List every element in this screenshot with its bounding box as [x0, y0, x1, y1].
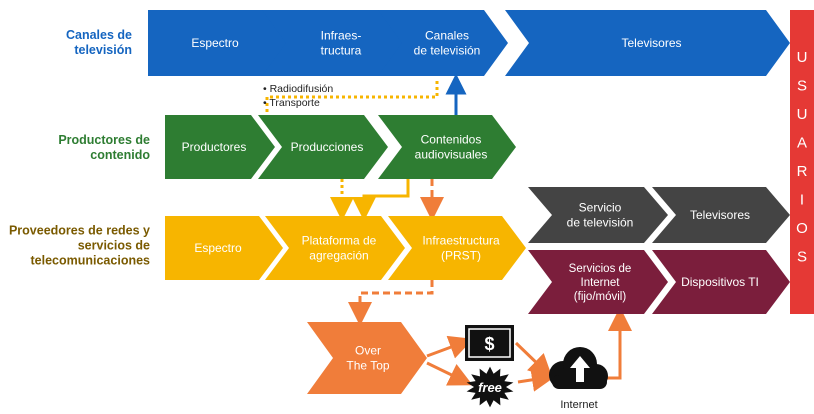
- users-bar: [790, 10, 814, 314]
- service-tv-label: Servicio: [579, 201, 622, 215]
- row-label-providers: servicios de: [78, 238, 150, 252]
- channels-chevron-label: tructura: [321, 44, 362, 58]
- channels-chevron-label: Espectro: [191, 36, 239, 50]
- bullet-item: • Radiodifusión: [263, 83, 333, 95]
- service-internet-chevron: [528, 250, 668, 314]
- dollar-symbol: $: [484, 334, 494, 354]
- dollar-to-internet-arrow: [514, 341, 553, 379]
- internet-label: Internet: [560, 399, 597, 411]
- it-devices-chevron: [652, 250, 790, 314]
- producers-chevron-label: Contenidos: [421, 133, 482, 147]
- channels-chevron-1: [148, 10, 298, 76]
- tv-devices-label: Televisores: [690, 208, 750, 222]
- dollar-icon: [465, 325, 514, 361]
- solid-content-arrow: [352, 179, 410, 221]
- it-devices-label: Dispositivos TI: [681, 275, 759, 289]
- cloud-upload-icon: [549, 347, 608, 389]
- row-label-producers: contenido: [90, 148, 150, 162]
- dollar-frame: [468, 328, 511, 358]
- producers-chevron-3: [378, 115, 516, 179]
- providers-chevron-3: [388, 216, 526, 280]
- producers-chevron-label: Producciones: [291, 140, 364, 154]
- users-letter: O: [796, 220, 808, 237]
- users-letter: A: [797, 135, 807, 152]
- users-letter: U: [797, 49, 808, 66]
- free-to-internet-arrow: [517, 367, 556, 392]
- row-label-producers: Productores de: [58, 133, 150, 147]
- users-letter: R: [797, 163, 808, 180]
- service-tv-label: de televisión: [567, 216, 634, 230]
- providers-chevron-label: Espectro: [194, 241, 242, 255]
- providers-chevron-label: Plataforma de: [302, 234, 377, 248]
- channels-chevron-3: [378, 10, 508, 76]
- row-label-providers: telecomunicaciones: [31, 253, 151, 267]
- providers-chevron-2: [265, 216, 405, 280]
- channels-chevron-label: Televisores: [621, 36, 681, 50]
- ott-label: Over: [355, 344, 381, 358]
- tv-devices-chevron: [652, 187, 790, 243]
- producers-chevron-label: Productores: [182, 140, 247, 154]
- producers-chevron-label: audiovisuales: [415, 148, 488, 162]
- row-label-channels: Canales de: [66, 28, 132, 42]
- users-letter: S: [797, 249, 807, 266]
- providers-chevron-label: (PRST): [441, 249, 481, 263]
- service-internet-label: Internet: [581, 277, 621, 289]
- row-label-channels: televisión: [74, 43, 132, 57]
- free-badge-icon: [466, 366, 514, 408]
- row-label-providers: Proveedores de redes y: [9, 223, 150, 237]
- producers-chevron-1: [165, 115, 275, 179]
- bullet-item: • Transporte: [263, 97, 320, 109]
- providers-chevron-1: [165, 216, 283, 280]
- dotted-radiodifusion-connector: [265, 80, 439, 112]
- ott-to-dollar-arrow: [426, 335, 474, 359]
- channels-chevron-label: Infraes-: [321, 29, 362, 43]
- service-internet-label: Servicios de: [569, 263, 632, 275]
- channels-chevron-4: [505, 10, 790, 76]
- users-letter: U: [797, 106, 808, 123]
- channels-chevron-2: [262, 10, 412, 76]
- ott-label: The Top: [346, 359, 389, 373]
- providers-chevron-label: Infraestructura: [422, 234, 500, 248]
- users-letter: S: [797, 78, 807, 95]
- service-tv-chevron: [528, 187, 668, 243]
- providers-chevron-label: agregación: [309, 249, 368, 263]
- dashed-ott-arrow: [348, 280, 434, 326]
- ott-to-free-arrow: [426, 361, 473, 386]
- free-text: free: [478, 380, 502, 395]
- ott-chevron: [307, 322, 427, 394]
- channels-chevron-label: Canales: [425, 29, 469, 43]
- producers-chevron-2: [258, 115, 388, 179]
- channels-chevron-label: de televisión: [414, 44, 481, 58]
- users-letter: I: [800, 192, 804, 209]
- service-internet-label: (fijo/móvil): [574, 291, 627, 303]
